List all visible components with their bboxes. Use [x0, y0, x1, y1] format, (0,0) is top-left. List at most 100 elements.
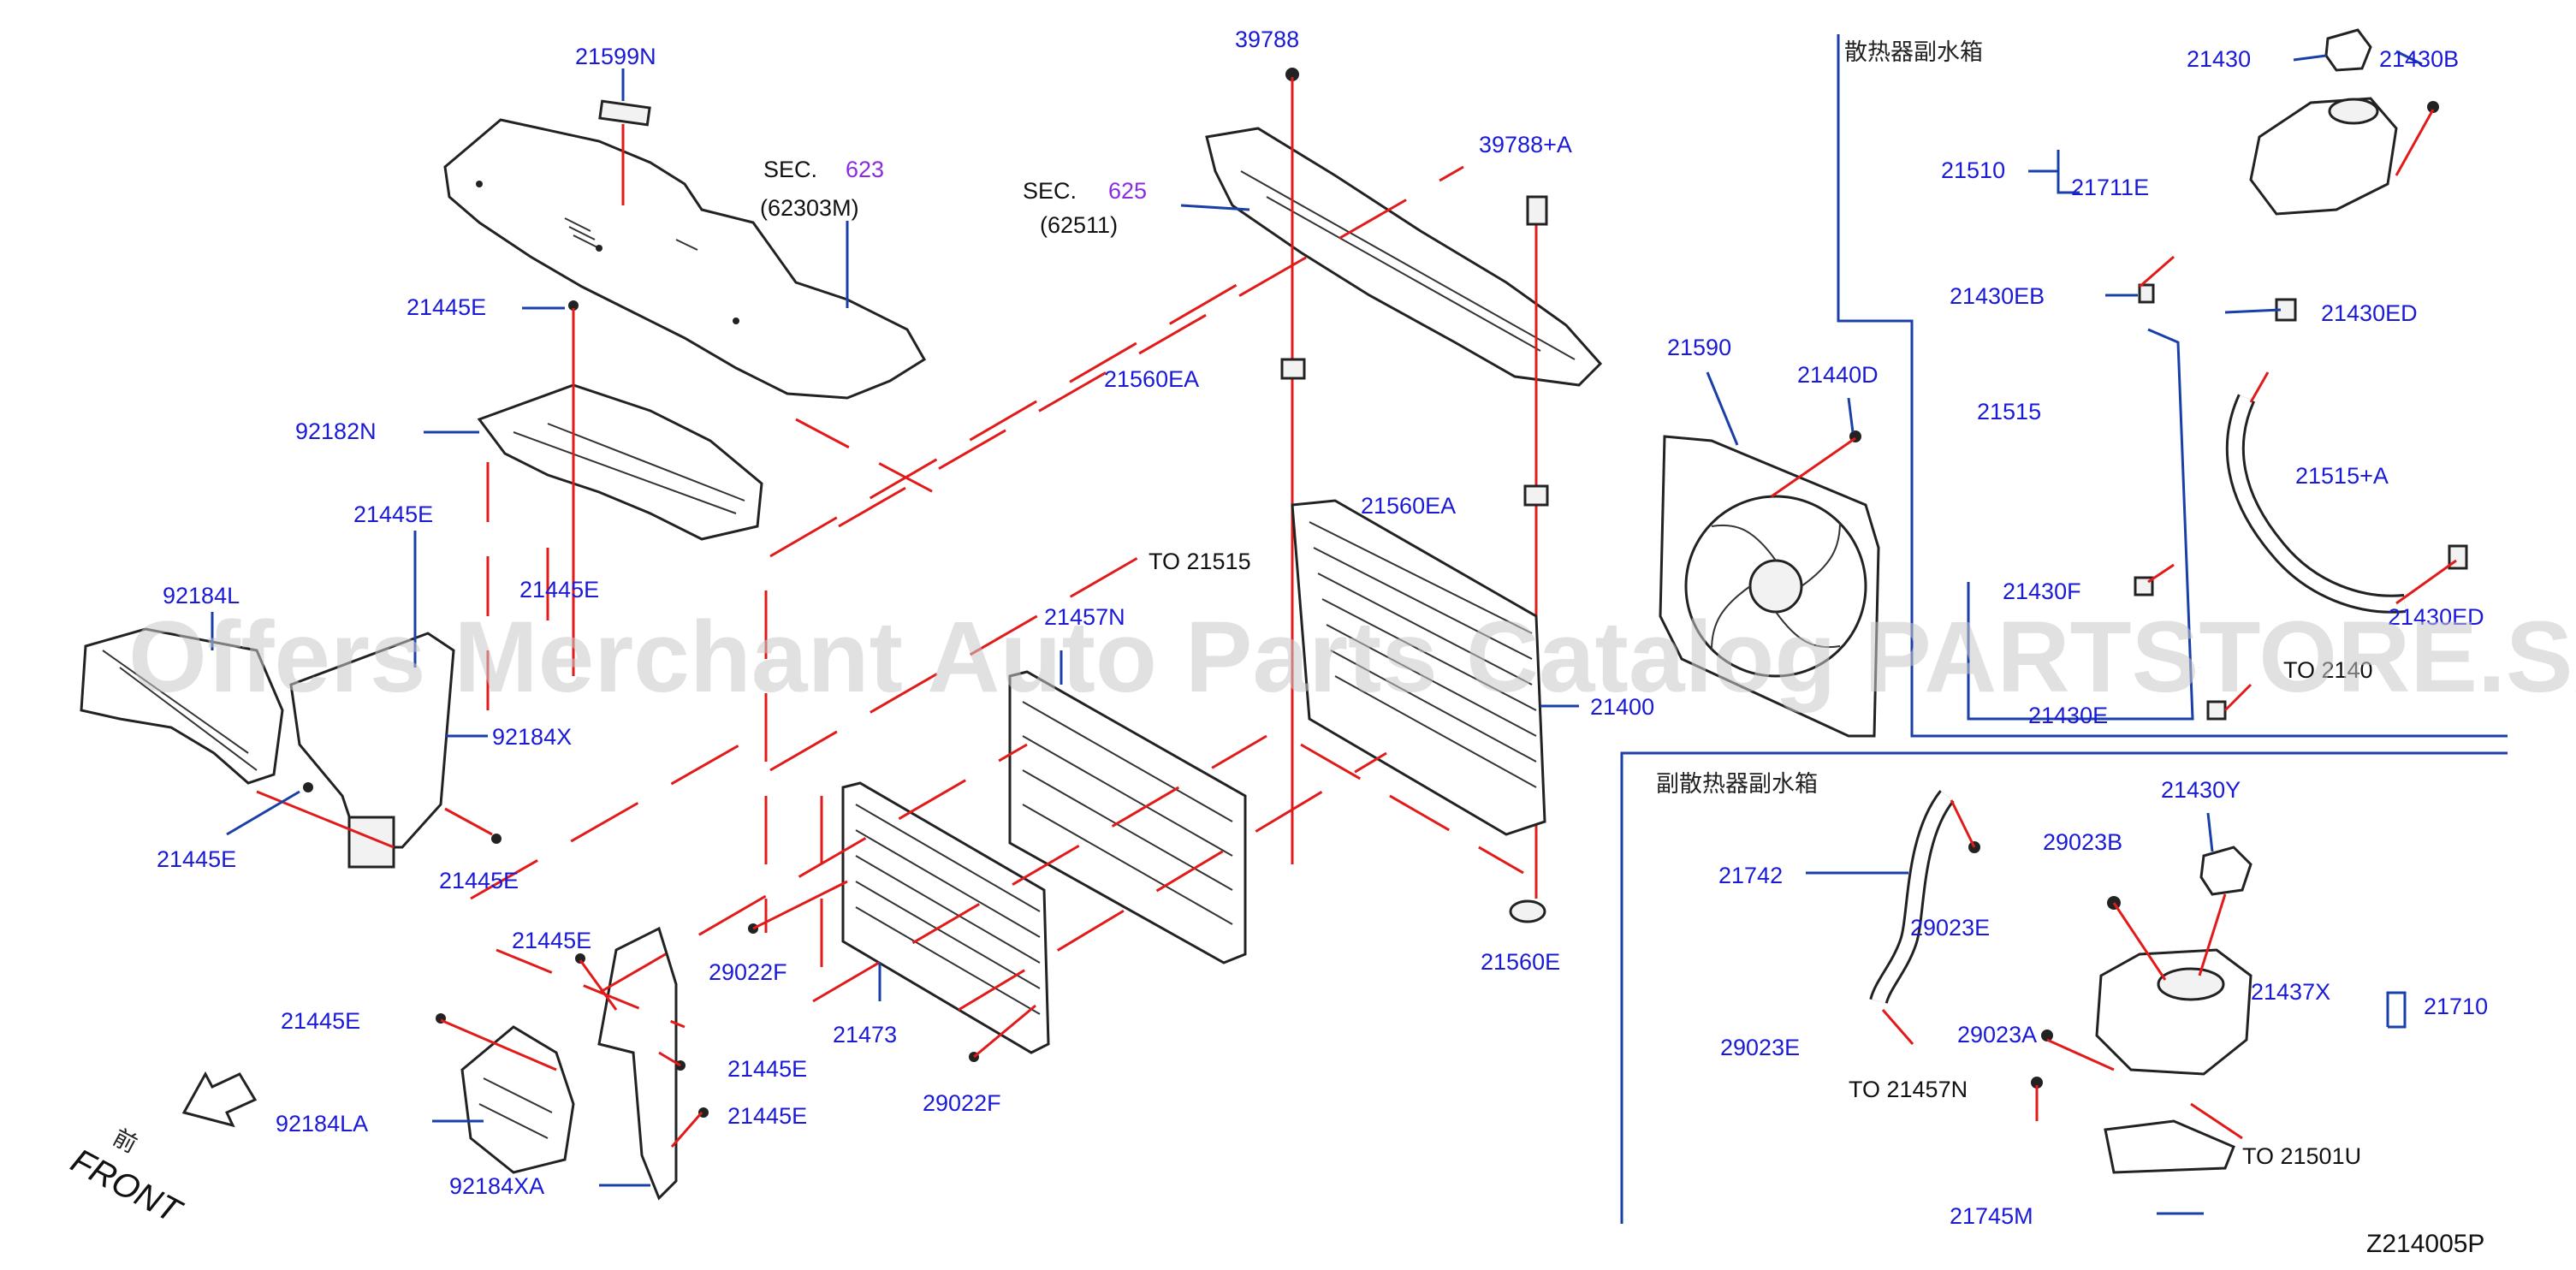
- watermark: Offers Merchant Auto Parts Catalog PARTS…: [128, 601, 2576, 714]
- bracket-21515: [1967, 328, 2194, 721]
- heading-sub-tank: 副散热器副水箱: [1656, 771, 1818, 798]
- front-char: 前: [109, 1125, 141, 1159]
- air-guide-lower: [477, 300, 763, 541]
- label-21445E-b: 21445E: [353, 501, 433, 527]
- bracket-box: [347, 816, 395, 869]
- red-dash-lines: [470, 165, 1524, 1029]
- diagram-code: Z214005P: [2366, 1230, 2484, 1258]
- svg-text:625: 625: [1108, 178, 1147, 204]
- seal-21599N: [598, 99, 651, 127]
- label-21445E-d: 21445E: [157, 846, 236, 872]
- label-21742: 21742: [1718, 863, 1783, 888]
- label-21515: 21515: [1977, 399, 2041, 424]
- label-21445E-h: 21445E: [727, 1056, 807, 1082]
- air-guide-side-right: [289, 632, 502, 869]
- label-92184XA: 92184XA: [449, 1173, 544, 1199]
- air-guide-side-left: [80, 627, 284, 785]
- blue-leaders: [211, 50, 2423, 1215]
- label-21430EB: 21430EB: [1950, 283, 2045, 309]
- label-29022F-b: 29022F: [923, 1090, 1001, 1116]
- air-guide-lower-right: [436, 926, 709, 1201]
- to-21457N: TO 21457N: [1849, 1077, 1968, 1102]
- label-92182N: 92182N: [295, 418, 377, 444]
- label-21445E-g: 21445E: [281, 1008, 360, 1034]
- mount-21560EA-a: [1280, 358, 1306, 380]
- label-21445E-c: 21445E: [519, 577, 599, 602]
- label-92184L: 92184L: [163, 583, 240, 608]
- label-21400: 21400: [1590, 694, 1654, 720]
- label-21437X: 21437X: [2251, 979, 2330, 1005]
- label-21430B: 21430B: [2379, 46, 2459, 72]
- label-29023E-a: 29023E: [1910, 915, 1990, 941]
- label-21711E: 21711E: [2071, 175, 2149, 200]
- clamp-21430EB: [2138, 283, 2155, 304]
- sec-ref-625: SEC. 625 (62511): [1023, 178, 1147, 238]
- svg-text:SEC.: SEC.: [763, 157, 817, 182]
- clip-39788A: [1526, 195, 1548, 226]
- label-21590: 21590: [1667, 335, 1731, 360]
- label-21599N: 21599N: [575, 44, 656, 69]
- hose-21515: [2150, 335, 2218, 671]
- label-29023B: 29023B: [2043, 829, 2122, 855]
- label-21473: 21473: [833, 1022, 897, 1047]
- hose-21515A: [2134, 394, 2468, 721]
- bracket-21745M: [2104, 1119, 2235, 1174]
- to-2140: TO 2140: [2283, 657, 2373, 683]
- label-92184LA: 92184LA: [276, 1111, 368, 1136]
- svg-text:SEC.: SEC.: [1023, 178, 1077, 204]
- label-21445E-i: 21445E: [727, 1103, 807, 1129]
- label-21515A: 21515+A: [2295, 463, 2389, 489]
- label-21560EA-b: 21560EA: [1361, 493, 1456, 519]
- label-21560EA-a: 21560EA: [1104, 366, 1199, 392]
- condenser-21473: [748, 781, 1050, 1062]
- to-21501U: TO 21501U: [2242, 1143, 2361, 1169]
- label-29022F-a: 29022F: [709, 959, 787, 985]
- label-21710: 21710: [2424, 994, 2488, 1019]
- label-21445E-e: 21445E: [439, 868, 519, 893]
- heading-main-tank: 散热器副水箱: [1844, 39, 1983, 66]
- mount-21560E: [1509, 899, 1546, 923]
- label-21745M: 21745M: [1950, 1203, 2033, 1229]
- label-21440D: 21440D: [1797, 362, 1879, 388]
- sub-tank: [1968, 841, 2253, 1174]
- reservoir-tank-21710: [2138, 28, 2439, 322]
- label-21430ED-b: 21430ED: [2388, 604, 2484, 630]
- air-guide-lower-left: [460, 1025, 575, 1174]
- part-labels: 21599N 21445E 92182N 21445E 21445E 92184…: [157, 27, 2488, 1229]
- label-21430: 21430: [2187, 46, 2251, 72]
- label-21560E: 21560E: [1481, 949, 1560, 975]
- svg-text:(62303M): (62303M): [760, 195, 859, 221]
- radiator-21400: [1291, 499, 1546, 923]
- radiator-core-support: [1205, 68, 1603, 387]
- sec-ref-623: SEC. 623 (62303M): [760, 157, 884, 221]
- label-21430E: 21430E: [2028, 703, 2108, 728]
- svg-text:(62511): (62511): [1040, 212, 1118, 238]
- label-21430F: 21430F: [2003, 579, 2081, 604]
- label-39788A: 39788+A: [1479, 132, 1572, 157]
- label-21430Y: 21430Y: [2161, 777, 2241, 803]
- cap-21430: [2324, 28, 2372, 72]
- label-21457N: 21457N: [1044, 604, 1125, 630]
- label-39788: 39788: [1235, 27, 1299, 52]
- hose-21742: [1869, 790, 1955, 1005]
- svg-text:623: 623: [846, 157, 884, 182]
- cap-21430Y: [2199, 846, 2253, 896]
- label-21510: 21510: [1941, 157, 2005, 183]
- label-21430ED-a: 21430ED: [2321, 300, 2418, 326]
- label-92184X: 92184X: [492, 724, 572, 750]
- section-boundaries: [1620, 34, 2508, 1224]
- label-21445E-a: 21445E: [407, 294, 486, 320]
- to-refs: TO 21515 TO 2140 TO 21457N TO 21501U: [1149, 549, 2373, 1169]
- front-arrow-icon: [181, 1071, 258, 1128]
- mount-21560EA-b: [1523, 484, 1549, 507]
- air-guide-upper: [443, 118, 927, 400]
- label-29023E-b: 29023E: [1720, 1035, 1800, 1060]
- label-29023A: 29023A: [1957, 1022, 2037, 1047]
- fan-assembly-21590: [1659, 430, 1880, 738]
- label-21445E-f: 21445E: [512, 928, 591, 953]
- red-leaders: [256, 109, 2457, 1148]
- to-21515: TO 21515: [1149, 549, 1251, 574]
- front-indicator: 前 FRONT: [65, 1071, 258, 1231]
